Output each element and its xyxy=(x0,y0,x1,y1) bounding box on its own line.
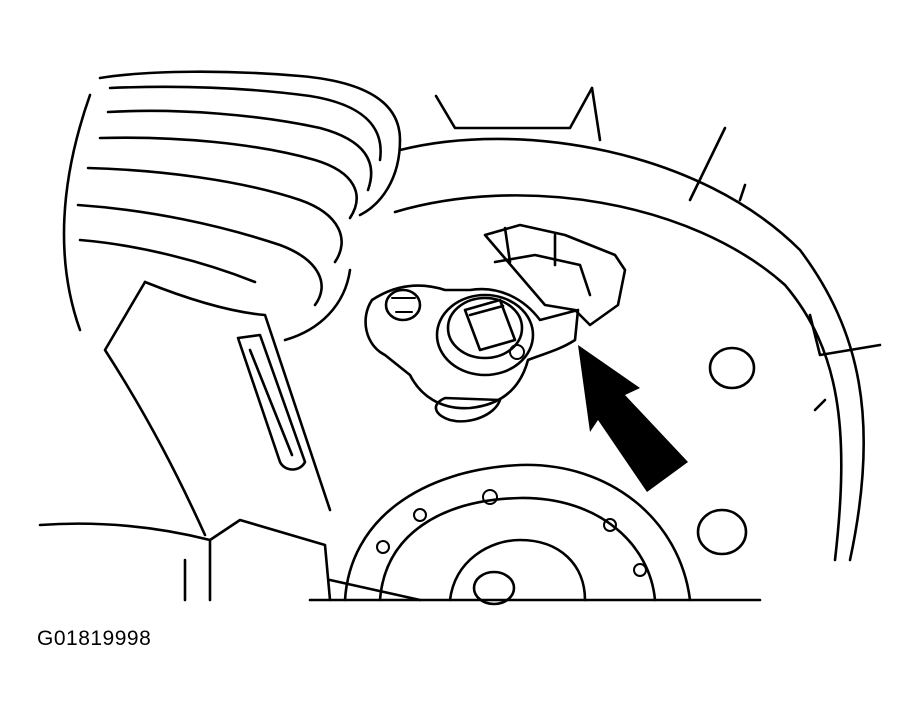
line-art-illustration xyxy=(38,70,882,606)
bolt-hole xyxy=(633,563,647,577)
bolt-hole xyxy=(482,489,498,505)
flywheel-hole xyxy=(708,346,756,390)
figure-id-label: G01819998 xyxy=(37,627,152,650)
crankshaft-hub xyxy=(308,463,762,606)
bolt-hole xyxy=(376,540,390,554)
ribbed-housing xyxy=(62,70,402,342)
flywheel xyxy=(393,86,882,562)
bolt-head xyxy=(384,288,422,322)
bolt-hole xyxy=(413,508,427,522)
indicator-arrow xyxy=(578,345,688,492)
crankshaft-position-sensor xyxy=(364,223,627,423)
flywheel-hole xyxy=(696,508,748,556)
mounting-bracket xyxy=(38,280,422,602)
bolt-hole xyxy=(603,518,617,532)
